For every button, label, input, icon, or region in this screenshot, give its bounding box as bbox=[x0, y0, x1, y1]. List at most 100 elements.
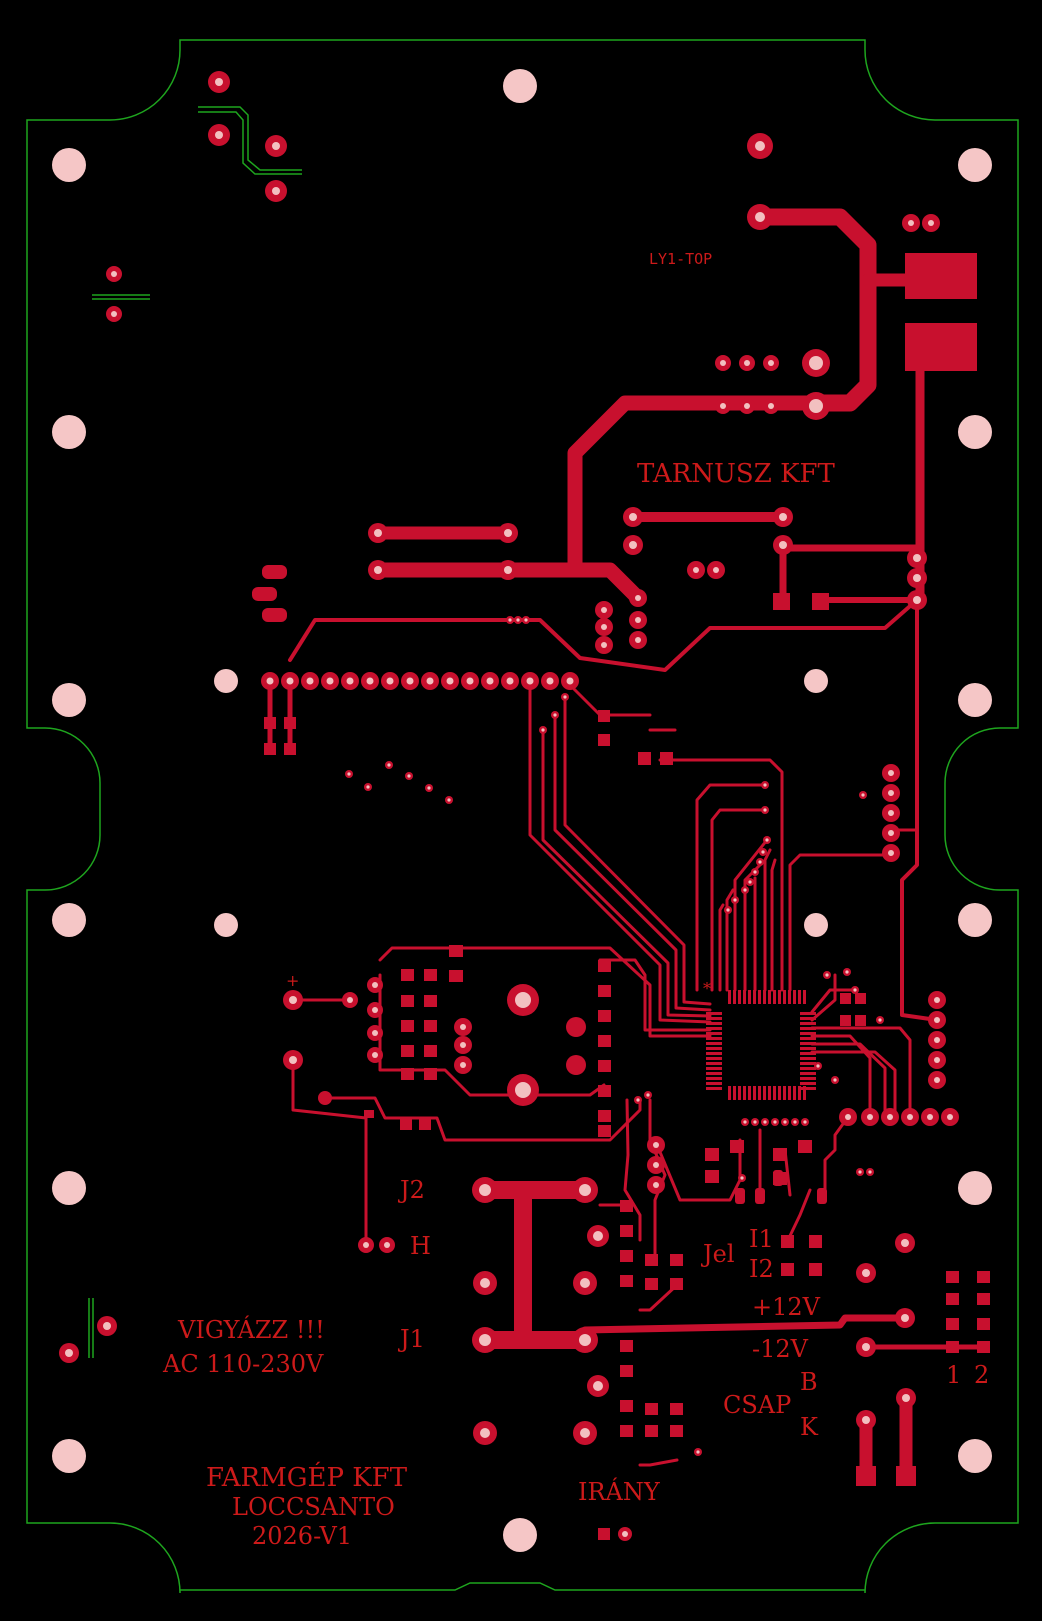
via-hole bbox=[783, 1120, 787, 1124]
via-hole bbox=[763, 808, 767, 812]
chip-pin bbox=[733, 1086, 736, 1100]
via-hole bbox=[387, 763, 391, 767]
via-hole bbox=[753, 1120, 757, 1124]
chip-pin bbox=[793, 990, 796, 1004]
chip-pin bbox=[800, 1027, 816, 1030]
header-pin-hole bbox=[306, 677, 314, 685]
chip-pin bbox=[800, 1077, 816, 1080]
via-hole bbox=[868, 1170, 872, 1174]
green-symbols bbox=[88, 106, 302, 1358]
csap-label: CSAP bbox=[723, 1391, 791, 1419]
smd-pads bbox=[252, 565, 829, 765]
through-hole-pads bbox=[106, 71, 940, 654]
jel-label: Jel bbox=[700, 1240, 735, 1268]
chip-pin bbox=[778, 990, 781, 1004]
pin2-label: 2 bbox=[974, 1361, 989, 1389]
h-label: H bbox=[410, 1232, 431, 1260]
via-hole bbox=[825, 973, 829, 977]
chip-pin bbox=[758, 1086, 761, 1100]
via-hole bbox=[773, 1120, 777, 1124]
right-connector-pads bbox=[839, 764, 959, 1126]
chip-pin bbox=[800, 1057, 816, 1060]
signal-traces bbox=[267, 598, 939, 1467]
chip-pin bbox=[783, 990, 786, 1004]
header-pins bbox=[261, 672, 579, 690]
header-pin-hole bbox=[366, 677, 374, 685]
plus12-label: +12V bbox=[752, 1293, 821, 1321]
via-hole bbox=[853, 988, 857, 992]
chip-pin bbox=[800, 1062, 816, 1065]
maker-label: FARMGÉP KFT bbox=[206, 1461, 408, 1493]
via-hole bbox=[765, 838, 769, 842]
k-label: K bbox=[800, 1413, 819, 1441]
chip-pin bbox=[728, 990, 731, 1004]
chip-pin bbox=[706, 1057, 722, 1060]
chip-pin bbox=[706, 1017, 722, 1020]
via-hole bbox=[407, 774, 411, 778]
via-hole bbox=[761, 850, 765, 854]
chip-pin bbox=[803, 990, 806, 1004]
pin1-marker: * bbox=[703, 979, 711, 998]
via-hole bbox=[347, 772, 351, 776]
microcontroller-chip bbox=[706, 990, 816, 1100]
chip-pin bbox=[800, 1067, 816, 1070]
chip-pin bbox=[773, 990, 776, 1004]
via-hole bbox=[516, 618, 520, 622]
lower-components bbox=[598, 1136, 990, 1541]
chip-pin bbox=[728, 1086, 731, 1100]
chip-pin bbox=[788, 1086, 791, 1100]
chip-pin bbox=[768, 1086, 771, 1100]
version-label: 2026-V1 bbox=[252, 1522, 352, 1550]
chip-pin bbox=[706, 1032, 722, 1035]
product-label: LOCCSANTO bbox=[232, 1493, 395, 1521]
chip-pin bbox=[706, 1087, 722, 1090]
chip-pin bbox=[706, 1052, 722, 1055]
chip-pin bbox=[706, 1042, 722, 1045]
header-pin-hole bbox=[486, 677, 494, 685]
chip-pin bbox=[800, 1072, 816, 1075]
chip-pin bbox=[706, 1027, 722, 1030]
chip-pin bbox=[783, 1086, 786, 1100]
chip-pin bbox=[706, 1047, 722, 1050]
via-hole bbox=[553, 713, 557, 717]
via-hole bbox=[740, 1176, 744, 1180]
j2-label: J2 bbox=[397, 1176, 425, 1204]
via-hole bbox=[696, 1450, 700, 1454]
header-pin-hole bbox=[266, 677, 274, 685]
voltage-label: AC 110-230V bbox=[162, 1350, 324, 1378]
chip-pin bbox=[706, 1077, 722, 1080]
via-hole bbox=[733, 898, 737, 902]
header-pin-hole bbox=[506, 677, 514, 685]
vias bbox=[345, 616, 884, 1456]
chip-pin bbox=[800, 1082, 816, 1085]
header-pin-hole bbox=[346, 677, 354, 685]
chip-pin bbox=[743, 990, 746, 1004]
via-hole bbox=[524, 618, 528, 622]
via-hole bbox=[816, 1064, 820, 1068]
terminal-pads bbox=[59, 1177, 916, 1445]
via-hole bbox=[447, 798, 451, 802]
layer-label: LY1-TOP bbox=[649, 250, 712, 268]
i1-label: I1 bbox=[749, 1225, 774, 1253]
chip-pin bbox=[733, 990, 736, 1004]
board-outline bbox=[26, 39, 1019, 1594]
via-hole bbox=[743, 1120, 747, 1124]
chip-pin bbox=[800, 1087, 816, 1090]
chip-pin bbox=[778, 1086, 781, 1100]
plus-marker: + bbox=[286, 971, 299, 990]
chip-pin bbox=[748, 990, 751, 1004]
chip-pin bbox=[803, 1086, 806, 1100]
j1-label: J1 bbox=[397, 1325, 425, 1353]
header-pin-hole bbox=[286, 677, 294, 685]
chip-pin bbox=[706, 1037, 722, 1040]
minus12-label: -12V bbox=[752, 1335, 809, 1363]
via-hole bbox=[878, 1018, 882, 1022]
chip-pin bbox=[800, 1042, 816, 1045]
chip-pin bbox=[753, 990, 756, 1004]
b-label: B bbox=[800, 1368, 818, 1396]
via-hole bbox=[427, 786, 431, 790]
chip-pin bbox=[773, 1086, 776, 1100]
chip-pin bbox=[706, 1067, 722, 1070]
chip-pin bbox=[743, 1086, 746, 1100]
